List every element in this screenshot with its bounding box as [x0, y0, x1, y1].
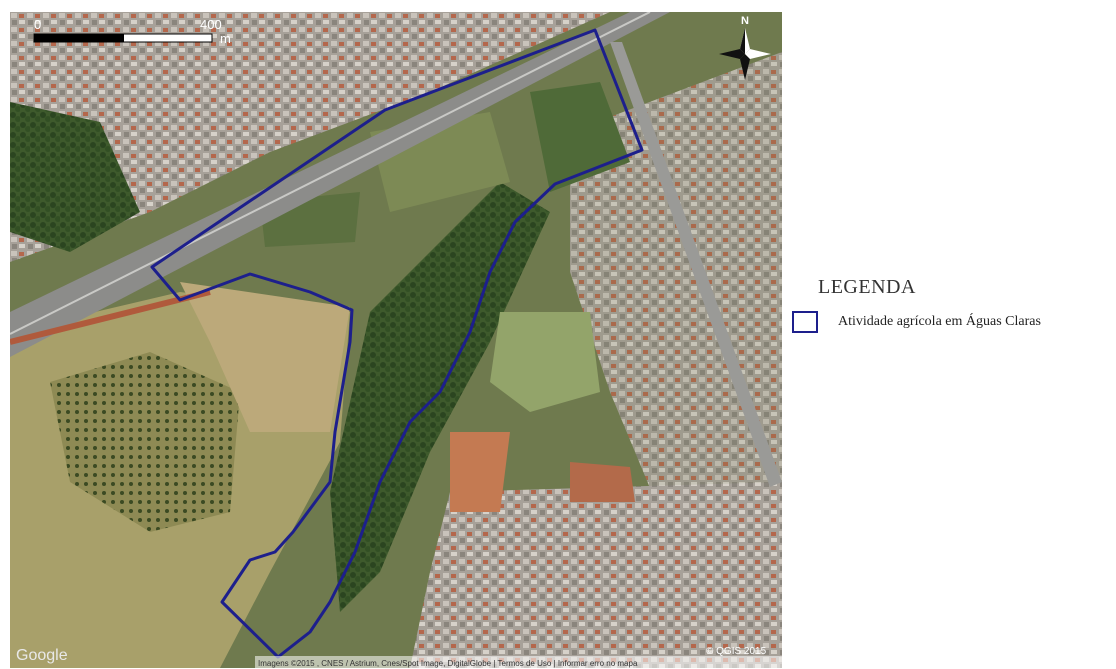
scale-bar: 0 400 m — [33, 17, 231, 46]
urban-area-south — [410, 482, 782, 668]
urban-area-east — [570, 52, 782, 512]
forest-patch-west — [10, 102, 140, 252]
qgis-copyright: © QGIS 2015 — [706, 646, 767, 657]
north-label: N — [741, 15, 749, 27]
legend-title: LEGENDA — [818, 276, 916, 298]
urban-area-north — [10, 12, 610, 262]
bare-soil-field — [450, 432, 510, 512]
highway — [10, 12, 670, 357]
legend-label: Atividade agrícola em Águas Claras — [838, 314, 1041, 329]
road-east — [610, 42, 782, 487]
orchard-area — [50, 352, 240, 532]
scale-bar-segment — [34, 34, 124, 42]
bare-soil-field-2 — [570, 462, 635, 502]
scale-start-label: 0 — [34, 17, 41, 32]
dry-field-center — [180, 282, 350, 432]
attribution-background — [255, 656, 782, 668]
north-arrow-icon: N — [719, 15, 771, 80]
riparian-forest — [330, 182, 550, 612]
highway-median — [10, 12, 651, 335]
scale-unit-label: m — [220, 31, 231, 46]
legend-item: Atividade agrícola em Águas Claras — [792, 311, 1041, 333]
agricultural-area-boundary[interactable] — [150, 28, 644, 659]
green-field — [490, 312, 600, 412]
legend-swatch-boundary — [792, 311, 818, 333]
satellite-map[interactable]: 0 400 m N Google Imagens ©2015 , CNES / … — [10, 12, 782, 668]
scale-end-label: 400 — [200, 17, 222, 32]
map-attribution: Imagens ©2015 , CNES / Astrium, Cnes/Spo… — [258, 659, 638, 668]
google-logo: Google — [16, 647, 68, 664]
